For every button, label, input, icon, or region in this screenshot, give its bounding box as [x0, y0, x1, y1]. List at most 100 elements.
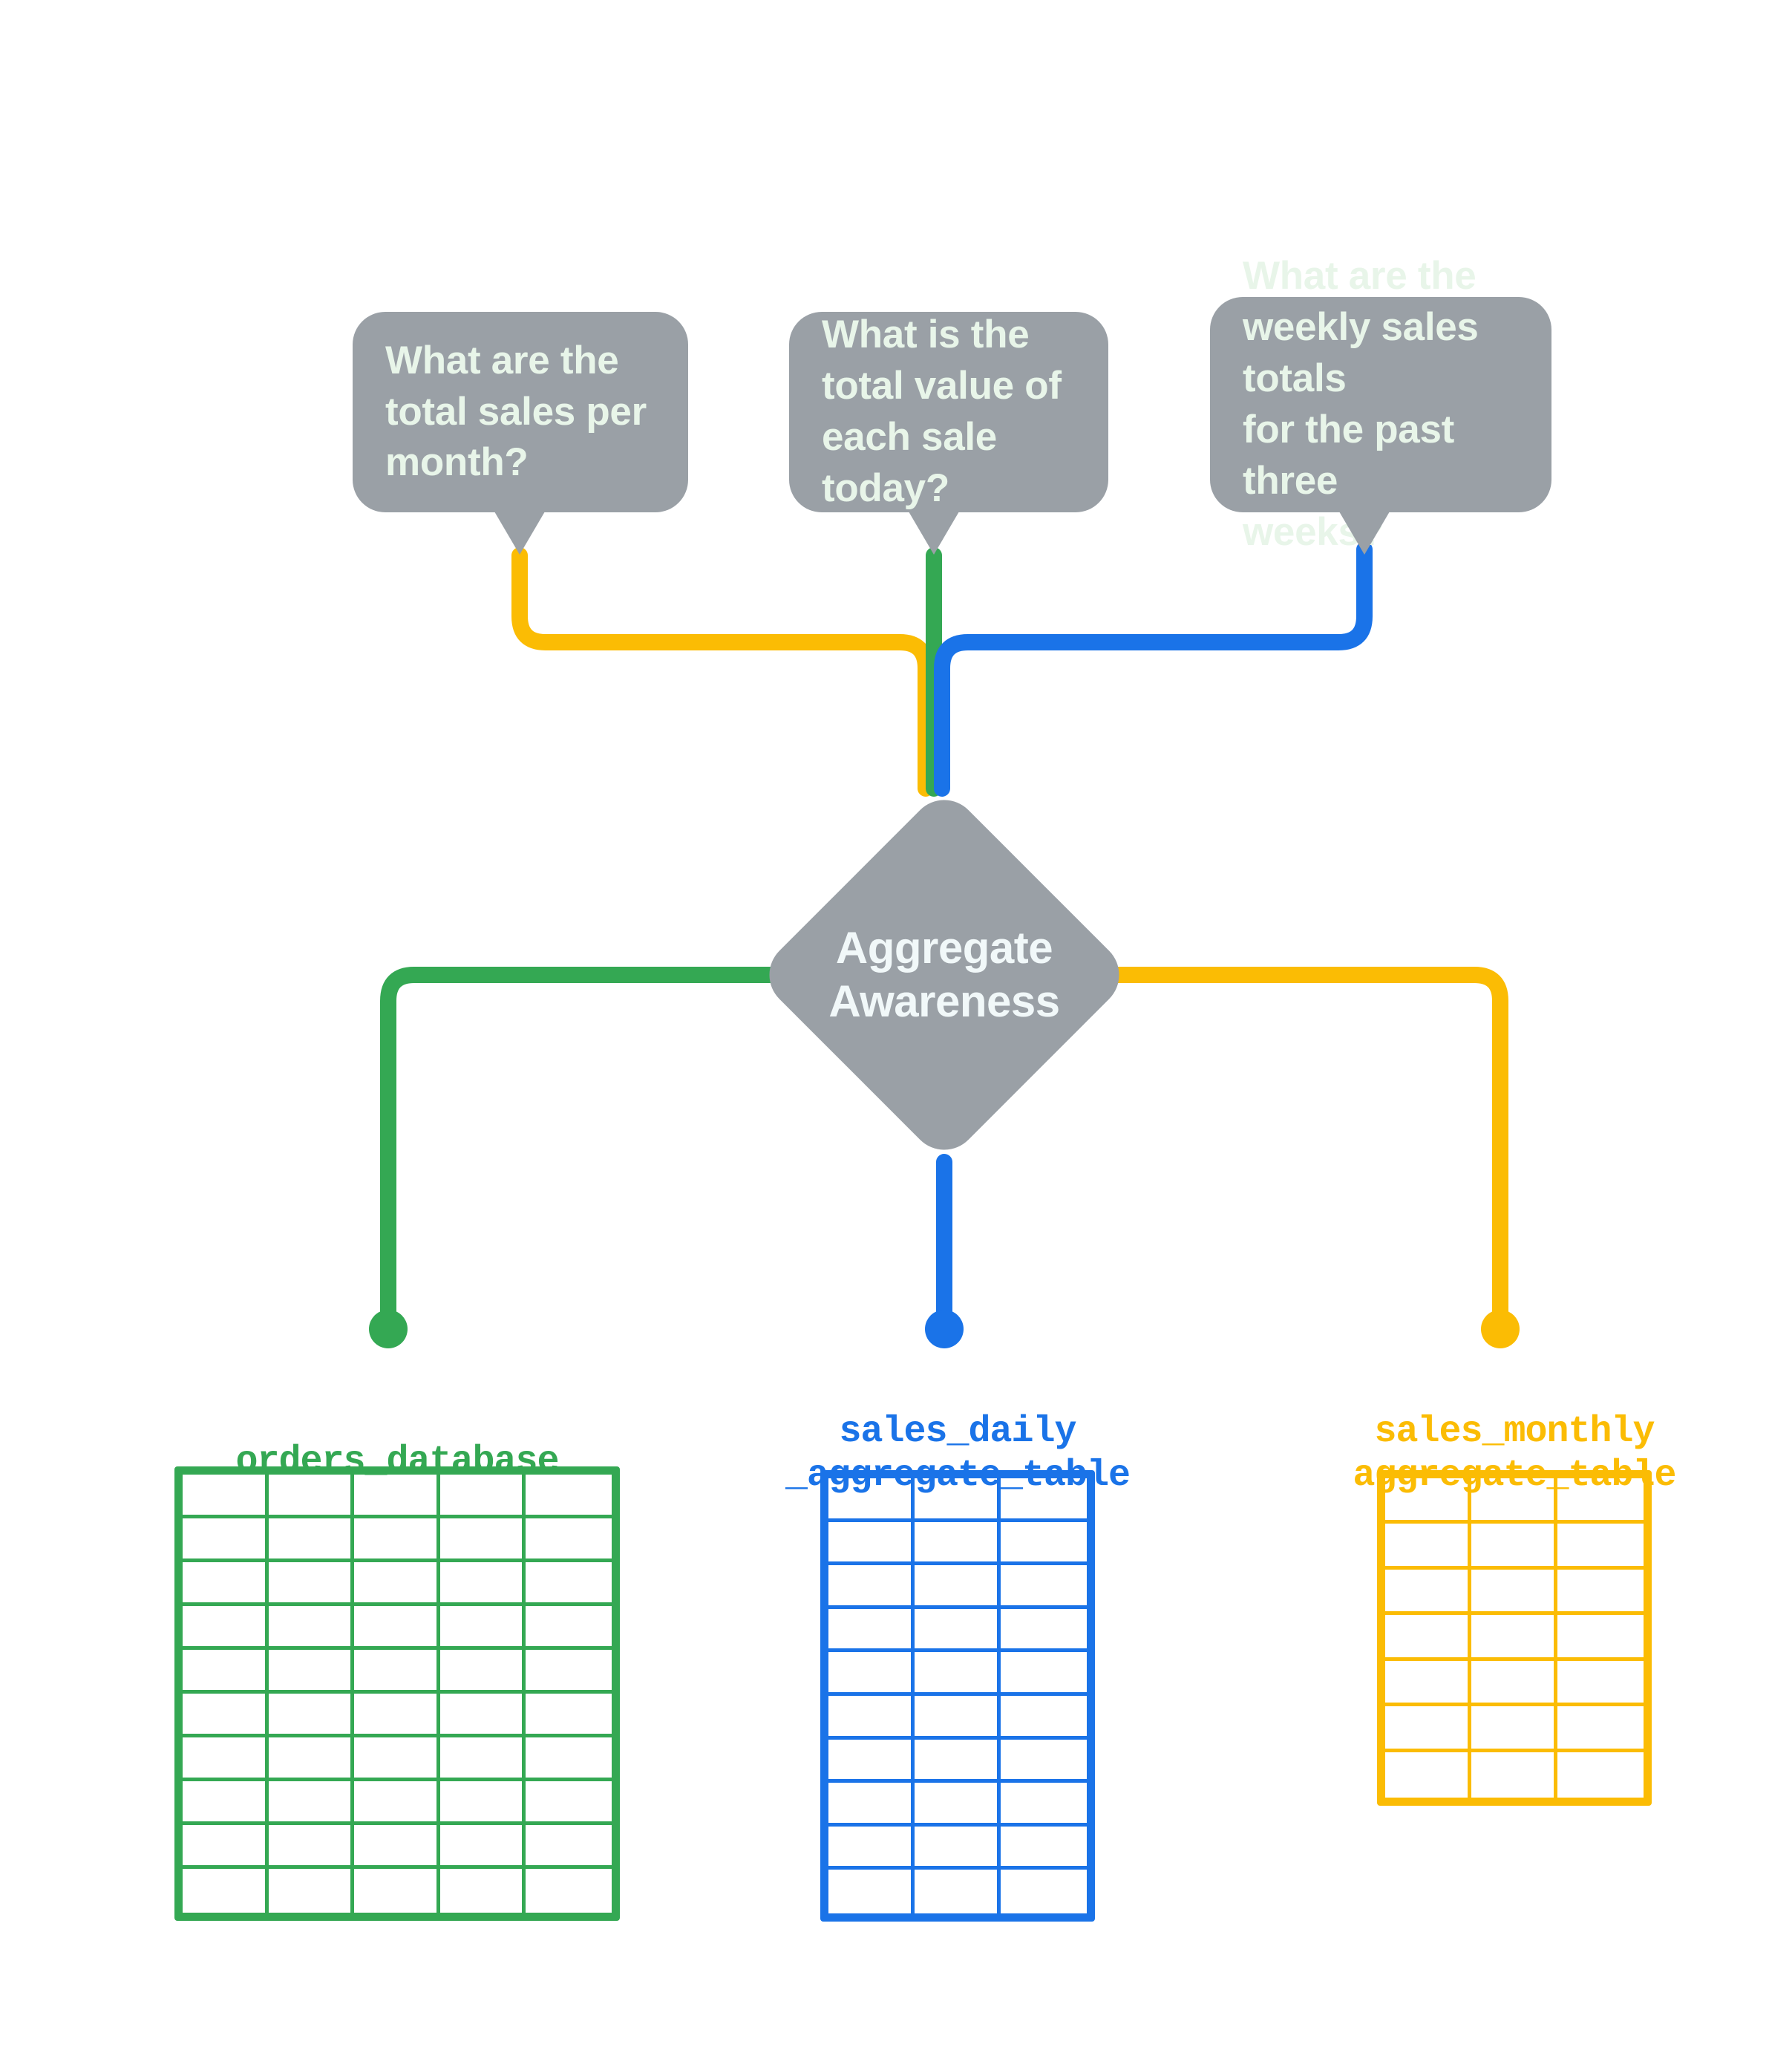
table-cell [1385, 1478, 1471, 1524]
table-cell [183, 1737, 269, 1781]
table-cell [1557, 1478, 1644, 1524]
table-cell [1471, 1524, 1557, 1570]
table-caption-orders-database-text: orders_database [235, 1440, 559, 1483]
table-cell [1001, 1522, 1087, 1566]
table-cell [354, 1518, 440, 1562]
table-cell [183, 1475, 269, 1518]
table-cell [915, 1608, 1001, 1653]
table-cell [439, 1562, 526, 1606]
table-cell [183, 1869, 269, 1913]
question-bubble-daily[interactable]: What is the total value of each sale tod… [789, 312, 1108, 512]
table-cell [268, 1825, 355, 1869]
table-cell [183, 1606, 269, 1650]
question-bubble-monthly-tail [494, 512, 545, 555]
table-cell [439, 1781, 526, 1825]
table-cell [268, 1475, 355, 1518]
table-cell [439, 1475, 526, 1518]
table-cell [439, 1694, 526, 1737]
table-grid-sales-daily-aggregate-table[interactable] [820, 1470, 1095, 1922]
question-bubble-weekly[interactable]: What are the weekly sales totals for the… [1210, 254, 1551, 554]
question-bubble-daily-tail [909, 512, 959, 555]
table-cell [915, 1521, 1001, 1566]
table-cell [828, 1739, 915, 1783]
table-caption-orders-database: orders_database [174, 1396, 620, 1484]
table-cell [828, 1783, 915, 1827]
table-cell [1385, 1706, 1471, 1752]
table-cell [1385, 1615, 1471, 1661]
table-cell [526, 1518, 612, 1562]
table-cell [268, 1518, 355, 1562]
wire-center-monthly-endpoint [1481, 1310, 1520, 1348]
table-cell [526, 1606, 612, 1650]
table-cell [183, 1650, 269, 1694]
table-cell [1001, 1740, 1087, 1783]
table-cell [1001, 1478, 1087, 1522]
question-bubble-monthly-text: What are the total sales per month? [385, 338, 647, 485]
table-cell [268, 1562, 355, 1606]
table-cell [183, 1562, 269, 1606]
table-cell [354, 1825, 440, 1869]
table-cell [915, 1565, 1001, 1609]
table-cell [268, 1694, 355, 1737]
table-cell [354, 1650, 440, 1694]
wire-weekly-question [934, 541, 1373, 797]
table-cell [828, 1652, 915, 1696]
table-cell [915, 1695, 1001, 1740]
question-bubble-monthly[interactable]: What are the total sales per month? [353, 312, 688, 512]
table-cell [526, 1869, 612, 1913]
table-cell [354, 1694, 440, 1737]
table-cell [439, 1650, 526, 1694]
table-cell [1001, 1565, 1087, 1609]
table-cell [915, 1478, 1001, 1522]
table-cell [1471, 1478, 1557, 1524]
table-cell [183, 1694, 269, 1737]
table-cell [354, 1562, 440, 1606]
wire-center-orders [380, 967, 802, 1330]
table-cell [269, 1869, 355, 1913]
table-cell [1385, 1524, 1471, 1570]
table-cell [439, 1606, 526, 1650]
table-cell [183, 1518, 269, 1562]
table-cell [1001, 1870, 1087, 1913]
wire-center-daily-endpoint [925, 1310, 964, 1348]
table-cell [440, 1869, 526, 1913]
table-grid-sales-monthly-aggregate-table[interactable] [1377, 1470, 1652, 1806]
table-cell [828, 1565, 915, 1609]
table-cell [526, 1781, 612, 1825]
table-cell [1471, 1660, 1557, 1707]
table-cell [1557, 1615, 1644, 1661]
table-cell [1471, 1569, 1557, 1616]
table-cell [915, 1783, 1001, 1827]
center-node-aggregate-awareness[interactable]: Aggregate Awareness [755, 786, 1134, 1164]
table-cell [268, 1781, 355, 1825]
table-cell [439, 1825, 526, 1869]
table-cell [526, 1825, 612, 1869]
table-cell [1001, 1609, 1087, 1653]
question-bubble-weekly-tail [1339, 512, 1390, 555]
table-cell [354, 1606, 440, 1650]
table-cell [915, 1826, 1001, 1870]
table-cell [828, 1870, 915, 1913]
table-cell [268, 1737, 355, 1781]
question-bubble-weekly-text: What are the weekly sales totals for the… [1243, 254, 1479, 554]
table-grid-orders-database[interactable] [174, 1466, 620, 1921]
table-cell [268, 1606, 355, 1650]
table-cell [354, 1737, 440, 1781]
table-cell [1385, 1569, 1471, 1616]
table-cell [915, 1652, 1001, 1696]
table-cell [439, 1737, 526, 1781]
table-cell [526, 1562, 612, 1606]
table-cell [354, 1869, 440, 1913]
table-cell [354, 1781, 440, 1825]
table-cell [526, 1650, 612, 1694]
table-cell [526, 1694, 612, 1737]
wire-monthly-question [511, 547, 934, 797]
table-cell [1471, 1615, 1557, 1661]
center-node-label: Aggregate Awareness [828, 923, 1060, 1026]
table-cell [915, 1739, 1001, 1783]
table-cell [1001, 1652, 1087, 1696]
table-cell [1471, 1752, 1557, 1798]
table-cell [1385, 1752, 1471, 1798]
table-cell [526, 1737, 612, 1781]
